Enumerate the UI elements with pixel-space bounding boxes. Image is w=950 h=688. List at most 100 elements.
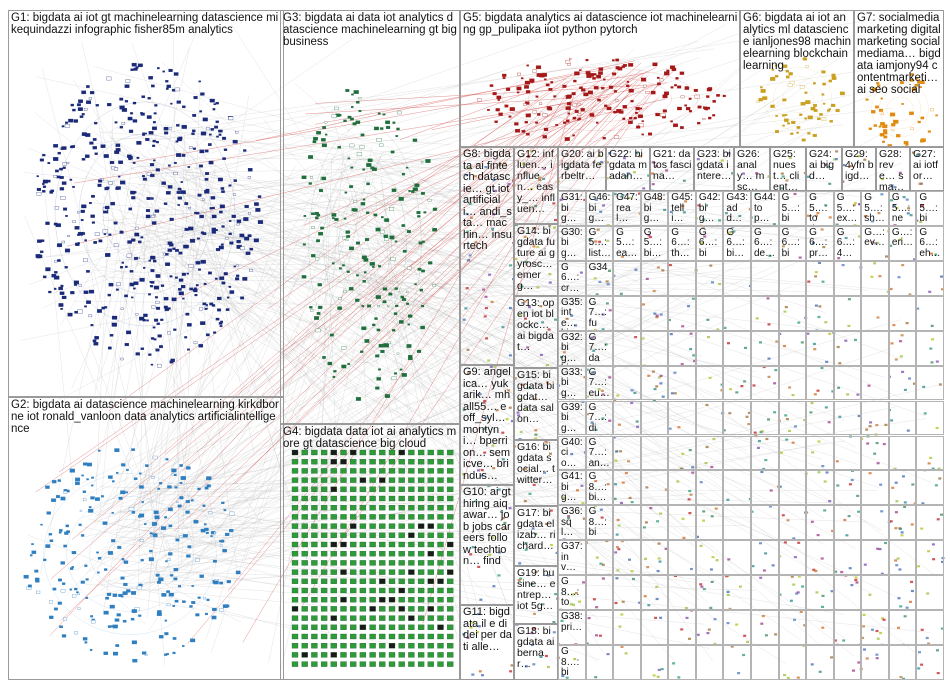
- small-group-box: [695, 575, 724, 611]
- small-group-box: G…: eri…: [888, 225, 917, 261]
- group-box-g4: G4: bigdata data iot ai analytics more g…: [280, 424, 460, 680]
- small-group-box: [916, 470, 944, 506]
- small-group-box: G5…: big…: [778, 191, 807, 226]
- small-group-box: [751, 575, 779, 611]
- small-group-box: [888, 295, 917, 331]
- small-group-box: [723, 260, 751, 296]
- small-group-box: G6…: 4…: [833, 225, 862, 261]
- small-group-box: [861, 505, 889, 541]
- small-group-box: [778, 610, 807, 645]
- group-box-g22: G22: bigdata madan…: [606, 147, 650, 191]
- small-group-box: [695, 645, 724, 680]
- small-group-box: [613, 470, 641, 506]
- small-group-box: [778, 575, 807, 611]
- group-box-g14: G14: bigdata future ai gyrosc… emerg…: [514, 224, 558, 296]
- small-group-label: G43: add…: [726, 193, 749, 224]
- small-group-box: [723, 645, 751, 680]
- group-box-g9: G9: angelica… yukarik… mhall55… eoff_syl…: [460, 365, 514, 485]
- small-group-label: G46: big…: [588, 193, 611, 224]
- small-group-box: [833, 540, 862, 576]
- group-label-g28: G28: reve… sma…: [879, 149, 905, 191]
- small-group-box: [640, 330, 669, 366]
- small-group-box: [613, 505, 641, 541]
- group-label-g29: G29: 4yfn bigd…: [845, 149, 874, 183]
- small-group-box: G33: big… dair…: [558, 365, 586, 401]
- group-label-g16: G16: bigdata social… twitter…: [517, 442, 555, 487]
- small-group-box: [861, 610, 889, 645]
- small-group-box: [640, 470, 669, 506]
- small-group-box: [888, 505, 917, 541]
- group-label-g7: G7: socialmedia marketing digitalmarketi…: [857, 12, 941, 97]
- group-label-g8: G8: bigdata ai fintech datascie… gt iot …: [463, 149, 512, 253]
- small-group-box: [888, 610, 917, 645]
- group-label-g6: G6: bigdata ai iot analytics ml datascie…: [743, 12, 852, 73]
- small-group-box: G6…: bi…: [723, 225, 751, 261]
- small-group-box: [751, 645, 779, 680]
- small-group-box: [916, 365, 944, 401]
- small-group-label: G37: inv…: [561, 542, 583, 574]
- small-group-box: [640, 645, 669, 680]
- small-group-box: [861, 260, 889, 296]
- small-group-box: [613, 260, 641, 296]
- small-group-box: [613, 575, 641, 611]
- small-group-box: [806, 575, 834, 611]
- group-label-g5: G5: bigdata analytics ai datascience iot…: [463, 12, 738, 37]
- small-group-box: [833, 575, 862, 611]
- small-group-label: G5…: big…: [781, 193, 800, 225]
- small-group-label: G5…: big…: [919, 193, 938, 225]
- small-group-box: G5…: ea…: [613, 225, 641, 261]
- small-group-box: [723, 505, 751, 541]
- group-label-g10: G10: ai gt hiring aiqawar… job jobs care…: [463, 487, 511, 568]
- group-label-g20: G20: ai bigdata ferbeltr…: [561, 149, 604, 183]
- small-group-box: G32: big… big…: [558, 330, 586, 366]
- small-group-label: G42: big…: [698, 193, 721, 224]
- small-group-box: [833, 330, 862, 366]
- small-group-box: [695, 260, 724, 296]
- small-group-label: G44: top…: [754, 193, 776, 224]
- small-group-box: [861, 400, 889, 436]
- small-group-box: [668, 610, 696, 645]
- small-group-box: [751, 435, 779, 471]
- small-group-box: [778, 260, 807, 296]
- small-group-label: G8…: bi…: [588, 472, 607, 504]
- group-box-g19: G19: busine… entrep… iot 5g…: [514, 566, 558, 624]
- small-group-box: [613, 645, 641, 680]
- group-box-g11: G11: bigdata il e di dei per dati alle…: [460, 605, 514, 680]
- group-box-g29: G29: 4yfn bigd…: [842, 147, 876, 191]
- group-label-g14: G14: bigdata future ai gyrosc… emerg…: [517, 226, 555, 293]
- small-group-box: [751, 365, 779, 401]
- small-group-box: [585, 575, 614, 611]
- small-group-box: [723, 435, 751, 471]
- small-group-box: [723, 575, 751, 611]
- small-group-label: G7…: dat… ros…: [588, 332, 608, 365]
- small-group-box: G47: real…: [613, 191, 641, 226]
- small-group-box: G34: [585, 260, 614, 296]
- small-cluster-nodes: [462, 150, 945, 680]
- small-group-box: [861, 540, 889, 576]
- small-group-label: G32: big… big…: [561, 332, 583, 365]
- group-label-g12: G12: influen… influen… easy_… influen…: [517, 149, 555, 216]
- small-group-box: G45: telli…: [668, 191, 696, 226]
- small-group-box: [585, 610, 614, 645]
- small-group-box: [668, 365, 696, 401]
- small-group-label: G5…: sh…: [864, 193, 885, 224]
- small-group-label: G6…: pr…: [809, 227, 828, 259]
- small-group-box: [888, 260, 917, 296]
- group-box-g16: G16: bigdata social… twitter…: [514, 440, 558, 506]
- small-group-box: [723, 330, 751, 366]
- small-group-box: [778, 470, 807, 506]
- group-box-g18: G18: bigdata ai bernar…: [514, 624, 558, 680]
- small-group-box: [751, 295, 779, 331]
- small-group-box: [778, 505, 807, 541]
- small-group-label: G30: big… dat…: [561, 227, 583, 260]
- small-group-box: [695, 365, 724, 401]
- small-group-box: G6…: big…: [695, 225, 724, 261]
- small-group-box: [613, 400, 641, 436]
- small-group-box: [723, 365, 751, 401]
- small-group-box: [640, 365, 669, 401]
- small-group-label: G6…: cr…: [561, 262, 580, 294]
- small-group-box: [668, 645, 696, 680]
- small-group-box: [751, 610, 779, 645]
- small-group-box: [585, 540, 614, 576]
- small-group-box: [613, 540, 641, 576]
